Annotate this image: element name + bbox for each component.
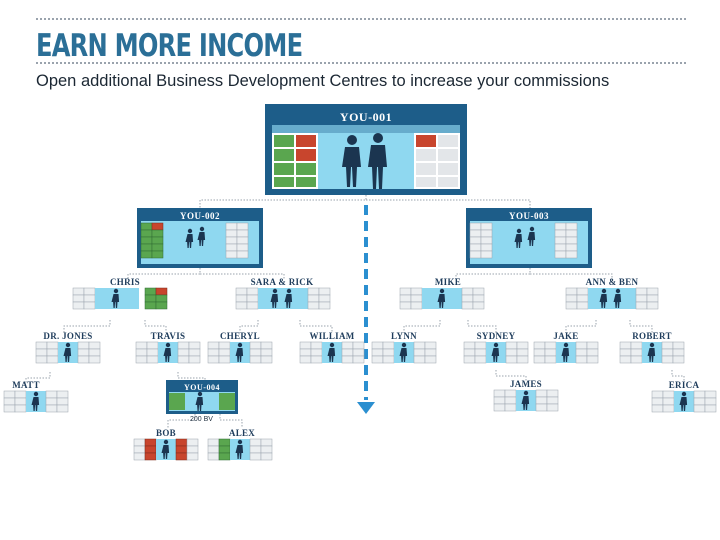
- person-robert: ROBERT: [620, 331, 684, 363]
- centre-label-right: YOU-003: [509, 211, 549, 221]
- title-divider: [36, 62, 686, 64]
- name-william: WILLIAM: [309, 331, 354, 341]
- person-sara-rick: SARA & RICK: [236, 277, 330, 309]
- name-cheryl: CHERYL: [220, 331, 260, 341]
- name-bob: BOB: [156, 428, 176, 438]
- centre-label-sub: YOU-004: [184, 383, 220, 392]
- centre-label-left: YOU-002: [180, 211, 220, 221]
- centre-you-001: YOU-001: [265, 104, 467, 195]
- name-matt: MATT: [12, 380, 40, 390]
- name-dr-jones: DR. JONES: [43, 331, 92, 341]
- page-title: EARN MORE INCOME: [36, 28, 303, 64]
- page-subtitle: Open additional Business Development Cen…: [36, 72, 610, 90]
- name-lynn: LYNN: [391, 331, 417, 341]
- name-erica: ERICA: [669, 380, 700, 390]
- centre-label-main: YOU-001: [340, 110, 392, 124]
- person-bob: BOB: [133, 428, 199, 461]
- person-matt: MATT: [4, 380, 68, 412]
- person-alex: ALEX: [207, 428, 272, 461]
- name-james: JAMES: [510, 379, 542, 389]
- person-william: WILLIAM: [300, 331, 364, 363]
- person-erica: ERICA: [652, 380, 716, 412]
- growth-arrow: [357, 205, 375, 414]
- person-travis: TRAVIS: [136, 331, 200, 363]
- name-jake: JAKE: [553, 331, 578, 341]
- name-sara-rick: SARA & RICK: [251, 277, 314, 287]
- name-ann-ben: ANN & BEN: [586, 277, 639, 287]
- name-travis: TRAVIS: [151, 331, 186, 341]
- two-people-icon: [342, 133, 387, 189]
- name-alex: ALEX: [229, 428, 255, 438]
- person-cheryl: CHERYL: [208, 331, 272, 363]
- person-jake: JAKE: [534, 331, 598, 363]
- top-divider: [36, 18, 686, 20]
- centre-you-003: YOU-003: [466, 208, 592, 268]
- person-ann-ben: ANN & BEN: [566, 277, 658, 309]
- person-mike: MIKE: [400, 277, 484, 309]
- name-mike: MIKE: [435, 277, 461, 287]
- connectors: [25, 195, 685, 428]
- name-chris: CHRIS: [110, 277, 140, 287]
- name-robert: ROBERT: [632, 331, 672, 341]
- centre-you-002: YOU-002: [137, 208, 263, 268]
- person-sydney: SYDNEY: [464, 331, 528, 363]
- name-sydney: SYDNEY: [477, 331, 516, 341]
- bv-label: 200 BV: [190, 416, 213, 423]
- person-lynn: LYNN: [372, 331, 436, 363]
- centre-you-004: YOU-004 200 BV: [166, 380, 238, 423]
- person-chris: CHRIS: [73, 277, 168, 310]
- person-dr-jones: DR. JONES: [36, 331, 100, 363]
- person-james: JAMES: [494, 379, 558, 411]
